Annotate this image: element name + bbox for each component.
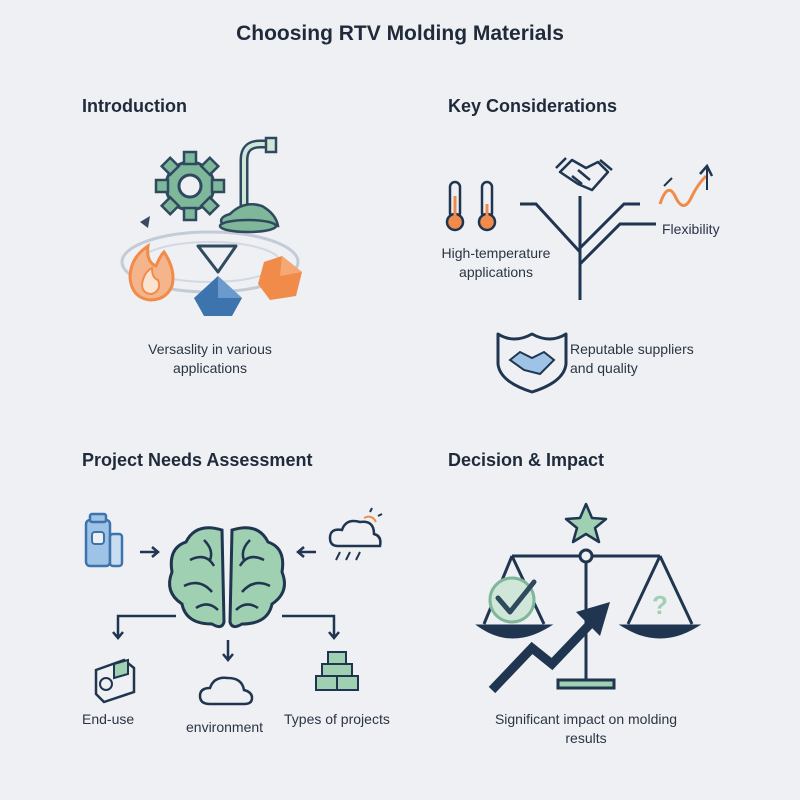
star-icon: [564, 502, 608, 544]
introduction-caption: Versaslity in various applications: [148, 341, 272, 376]
high-temperature-caption: High-temperature applications: [441, 245, 551, 280]
bottle-icon: [84, 512, 124, 568]
orange-gem-icon: [258, 256, 302, 300]
trend-line-icon: [658, 163, 714, 207]
branch-arrows: [112, 614, 340, 662]
machine-part-icon: [94, 658, 136, 704]
question-icon: ?: [652, 590, 668, 620]
checkmark-icon: [488, 576, 537, 624]
types-of-projects-caption: Types of projects: [284, 711, 390, 727]
flexibility-caption: Flexibility: [662, 221, 720, 237]
end-use-caption: End-use: [82, 711, 135, 727]
growth-arrow-icon: [488, 602, 610, 694]
droplet-icon: [194, 276, 242, 316]
section-heading-introduction: Introduction: [82, 96, 187, 116]
flame-icon: [128, 242, 175, 302]
boxes-icon: [315, 651, 359, 691]
brain-icon: [168, 526, 286, 629]
section-heading-project-needs: Project Needs Assessment: [82, 450, 313, 470]
section-heading-key-considerations: Key Considerations: [448, 96, 618, 116]
shield-handshake-icon: [496, 332, 568, 394]
triangle-icon: [196, 244, 238, 274]
tree-diagram-icon: [520, 196, 656, 300]
gear-icon: [154, 150, 226, 222]
arrow-icon: [140, 546, 160, 558]
section-heading-decision-impact: Decision & Impact: [448, 450, 605, 470]
page-title: Choosing RTV Molding Materials: [236, 22, 564, 45]
suppliers-caption: Reputable suppliers and quality: [570, 341, 694, 376]
environment-caption: environment: [186, 719, 264, 735]
faucet-icon: [218, 136, 280, 234]
weather-icon: [328, 507, 383, 561]
cloud-icon: [198, 676, 254, 706]
decision-caption: Significant impact on molding results: [494, 711, 678, 746]
handshake-icon: [555, 157, 613, 192]
arrow-icon: [296, 546, 316, 558]
thermometer-icon: [445, 180, 497, 232]
